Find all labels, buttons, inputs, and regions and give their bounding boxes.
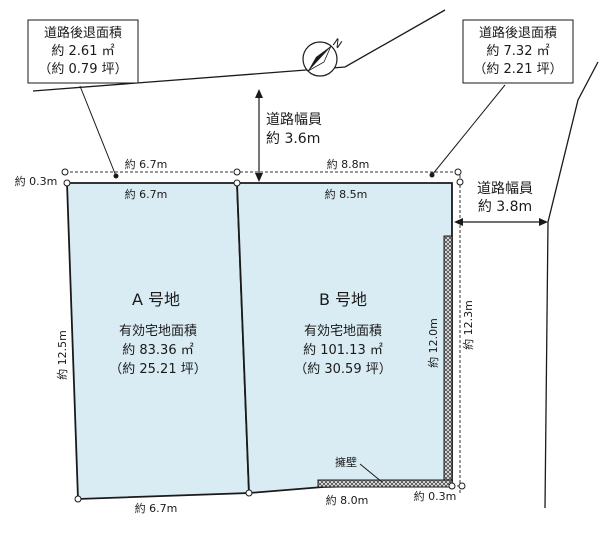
dim-top-a-outer: 約 6.7m [125, 157, 168, 171]
lot-b-name: B 号地 [319, 290, 367, 309]
arrowhead-top-down [255, 173, 263, 182]
setback-right-area: 約 7.32 ㎡ [486, 44, 549, 59]
lot-a-area-tsubo: （約 25.21 坪） [109, 362, 206, 377]
setback-left-tsubo: （約 0.79 坪） [38, 62, 127, 77]
arrowhead-right-right [539, 218, 548, 226]
lot-a-name: A 号地 [132, 290, 180, 309]
setback-right-tsubo: （約 2.21 坪） [473, 62, 562, 77]
dim-setback-depth-left: 約 0.3m [15, 174, 58, 188]
lot-b-area-label: 有効宅地面積 [304, 324, 382, 339]
lot-b-area-m2: 約 101.13 ㎡ [303, 343, 383, 358]
lot-a-area [66, 182, 250, 500]
retaining-wall-bottom [317, 479, 453, 488]
dim-b-bottom: 約 8.0m [326, 493, 369, 507]
leader-retaining-wall [359, 463, 383, 483]
setback-box-right [462, 19, 574, 84]
setback-box-left [27, 19, 139, 84]
dim-b-right-inner: 約 12.0m [426, 318, 440, 368]
setback-left-area: 約 2.61 ㎡ [51, 44, 114, 59]
dim-b-bottom-right: 約 0.3m [414, 489, 457, 503]
lot-a-area-label: 有効宅地面積 [119, 324, 197, 339]
dim-top-b-outer: 約 8.8m [327, 157, 370, 171]
leader-dot-right [429, 172, 435, 178]
dim-top-a-inner: 約 6.7m [125, 187, 168, 201]
lot-a-area-m2: 約 83.36 ㎡ [122, 343, 193, 358]
dim-a-bottom: 約 6.7m [135, 501, 178, 515]
arrowhead-top-up [255, 89, 263, 98]
dim-b-right-outer: 約 12.3m [461, 300, 475, 350]
setback-right-title: 道路後退面積 [479, 25, 557, 41]
arrowhead-right-left [454, 218, 463, 226]
leader-setback-right [431, 84, 506, 176]
corner-markers [61, 168, 466, 503]
road-top-width: 約 3.6m [266, 131, 320, 147]
road-right-label: 道路幅員 [477, 181, 533, 197]
leader-dot-left [113, 173, 119, 179]
dim-a-left: 約 12.5m [55, 330, 69, 380]
leader-setback-left [79, 85, 117, 177]
road-edge-right [544, 61, 599, 509]
setback-left-title: 道路後退面積 [44, 25, 122, 41]
road-right-width: 約 3.8m [478, 199, 532, 215]
retaining-wall-right [443, 235, 453, 485]
lot-b-area-tsubo: （約 30.59 坪） [294, 362, 391, 377]
dim-top-b-inner: 約 8.5m [325, 187, 368, 201]
road-top-label: 道路幅員 [266, 112, 322, 128]
north-arrow-icon: N [302, 36, 344, 77]
retaining-wall-label: 擁壁 [335, 455, 357, 469]
